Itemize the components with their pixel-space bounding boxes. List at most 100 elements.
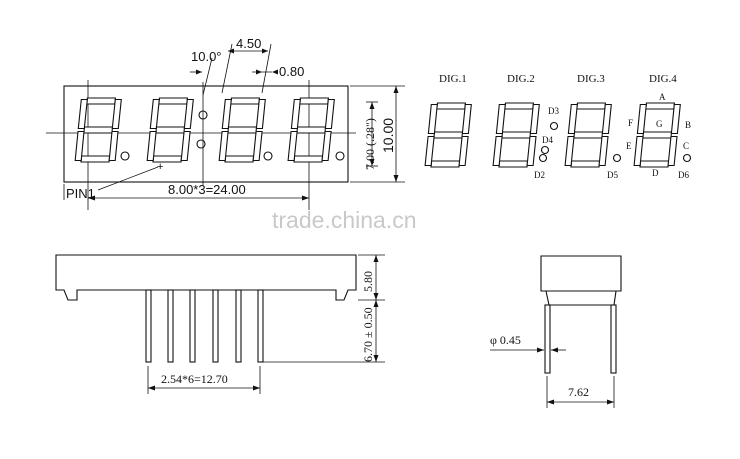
front-digits [74, 97, 335, 163]
seg-e [218, 130, 229, 162]
seg-d [498, 160, 529, 168]
seg-g [83, 126, 114, 134]
seg-a [576, 102, 607, 110]
side-pin-5 [235, 289, 242, 363]
seg-a [504, 102, 535, 110]
seg-b [183, 98, 194, 130]
end-body-outline [540, 255, 622, 306]
seg-f [149, 98, 160, 130]
seg-a [299, 97, 330, 105]
seg-c [667, 135, 678, 167]
seg-e [424, 135, 435, 167]
seg-a [86, 97, 117, 105]
pin1-leader [97, 166, 159, 191]
diagram-digit-1 [424, 102, 472, 168]
dp-dot-3 [263, 151, 273, 161]
diagram-digit-2 [492, 102, 540, 168]
dig4-label: DIG.4 [649, 73, 677, 85]
seg-f [221, 98, 232, 130]
side-pin-3 [189, 289, 196, 363]
seg-c [598, 135, 609, 167]
seg-f [495, 103, 506, 135]
dp-dot-dig4 [682, 153, 692, 163]
seg-e [146, 130, 157, 162]
dig2-label: DIG.2 [507, 73, 535, 85]
arrow [537, 347, 544, 353]
arrow [228, 48, 234, 54]
label-e: E [626, 141, 632, 151]
plus-mark: + [157, 161, 163, 173]
colon-dot-lower [196, 139, 206, 149]
seg-f [290, 98, 301, 130]
pitch-label: 8.00*3=24.00 [168, 182, 246, 197]
dp-dot-1 [120, 151, 130, 161]
label-b: B [685, 120, 691, 130]
arrow [253, 385, 260, 391]
seg-b [324, 98, 335, 130]
colon-dot-lower-diag [540, 145, 550, 155]
front-digit-1 [74, 97, 122, 163]
arrow [393, 175, 399, 182]
pin1-label: PIN1 [66, 186, 95, 201]
seg-g [227, 126, 258, 134]
seg-a [436, 102, 467, 110]
end-pin-right [610, 304, 617, 374]
seg-b [529, 103, 540, 135]
watermark: trade.china.cn [272, 207, 416, 233]
arrow [256, 69, 262, 75]
diagram-digit-3 [564, 102, 612, 168]
seg-f [427, 103, 438, 135]
seg-g [642, 131, 673, 139]
end-pin-left [544, 304, 551, 374]
arrow [262, 48, 268, 54]
seg-c [252, 130, 263, 162]
side-pin-1 [145, 289, 152, 363]
seg-c [180, 130, 191, 162]
seg-g [296, 126, 327, 134]
seg-a [158, 97, 189, 105]
seg-c [321, 130, 332, 162]
seg-d [293, 155, 324, 163]
arrow [551, 347, 558, 353]
pin-diameter-label: φ 0.45 [490, 333, 521, 347]
dp-dot-dig3 [612, 153, 622, 163]
label-d4: D4 [542, 135, 553, 145]
height-label: 10.00 [380, 118, 396, 153]
digit-slant-left [221, 43, 233, 94]
seg-g [501, 131, 532, 139]
seg-g [433, 131, 464, 139]
front-digit-4 [287, 97, 335, 163]
side-body-outline [55, 254, 357, 301]
side-pin-2 [167, 289, 174, 363]
seg-d [224, 155, 255, 163]
arrow [373, 355, 379, 362]
diagram-digit-4 [633, 102, 681, 168]
arrow [607, 399, 614, 405]
seg-b [111, 98, 122, 130]
seg-d [639, 160, 670, 168]
seg-d [430, 160, 461, 168]
display-body-outline [63, 85, 349, 183]
arrow [302, 195, 309, 201]
seg-g [155, 126, 186, 134]
label-f: F [628, 118, 633, 128]
seg-b [670, 103, 681, 135]
dig1-label: DIG.1 [439, 73, 467, 85]
angle-label: 10.0° [191, 49, 222, 64]
label-c: C [683, 141, 689, 151]
label-d5: D5 [607, 170, 618, 180]
digit-slant-right [261, 43, 272, 94]
segment-diagrams: DIG.1 DIG.2 DIG.3 DIG.4 D3 D4 D2 D5 A B … [424, 73, 692, 180]
arrow [373, 293, 379, 300]
seg-e [633, 135, 644, 167]
arrow [272, 69, 278, 75]
arrow [373, 300, 379, 307]
segment-gap-label: 0.80 [279, 64, 304, 79]
side-pins [145, 289, 264, 363]
label-d2: D2 [534, 170, 545, 180]
label-a: A [659, 92, 666, 102]
seg-e [492, 135, 503, 167]
seg-e [287, 130, 298, 162]
arrow [547, 399, 554, 405]
